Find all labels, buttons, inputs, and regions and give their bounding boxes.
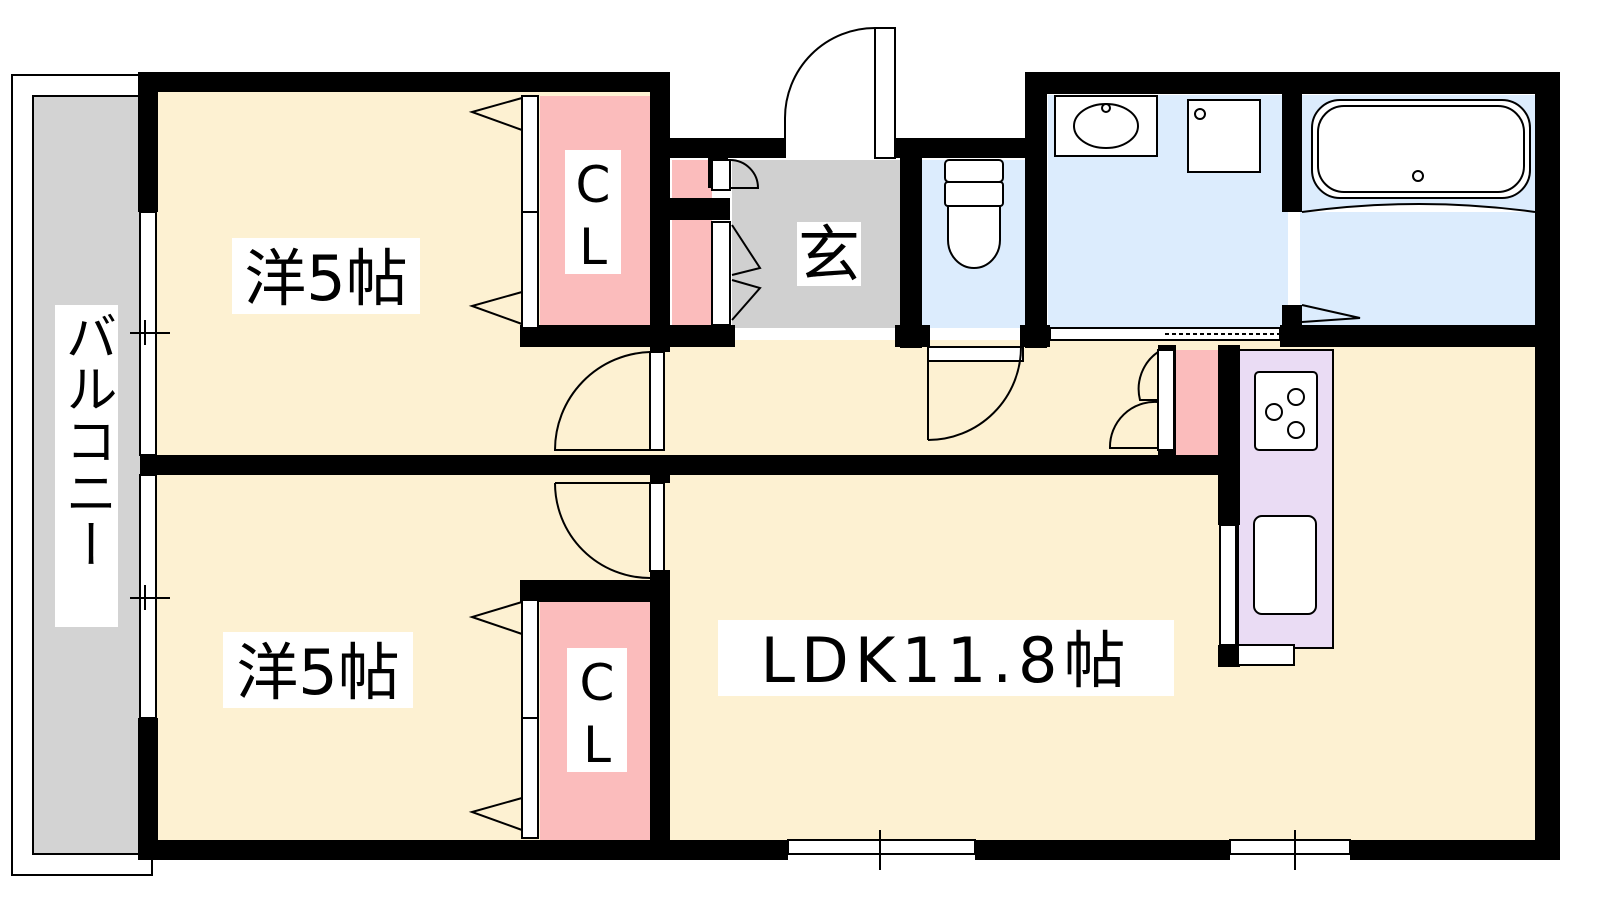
label-bg-entrance xyxy=(797,222,861,286)
western-room-upper-label: 洋5帖 xyxy=(244,242,407,315)
western-room-lower-label: 洋5帖 xyxy=(236,636,399,709)
entrance-label: 玄 xyxy=(798,218,860,291)
window-ticks xyxy=(130,320,1296,870)
label-bg-western-lower xyxy=(223,632,413,708)
closet-upper-l: L xyxy=(579,218,607,276)
shoe-closet-bottom xyxy=(672,220,712,328)
balcony-label: バルコニー xyxy=(56,310,116,570)
toilet-tank xyxy=(944,159,1004,183)
ldk-floor xyxy=(660,340,1545,853)
label-bg-ldk xyxy=(718,620,1174,696)
closet-lower-c: C xyxy=(580,654,615,712)
label-bg-closet-lower xyxy=(567,648,627,772)
walls xyxy=(138,72,1560,860)
closet-lower-l: L xyxy=(583,716,611,774)
balcony-label-bg xyxy=(55,305,118,627)
label-bg-closet-upper xyxy=(565,150,621,274)
corridor-closet xyxy=(1175,350,1220,455)
shoe-closet-top xyxy=(672,160,712,200)
doors xyxy=(468,27,1361,839)
closet-upper-c: C xyxy=(576,156,611,214)
fixtures xyxy=(944,95,1536,615)
label-bg-western-upper xyxy=(232,238,420,314)
ldk-label: LDK11.8帖 xyxy=(761,624,1132,697)
